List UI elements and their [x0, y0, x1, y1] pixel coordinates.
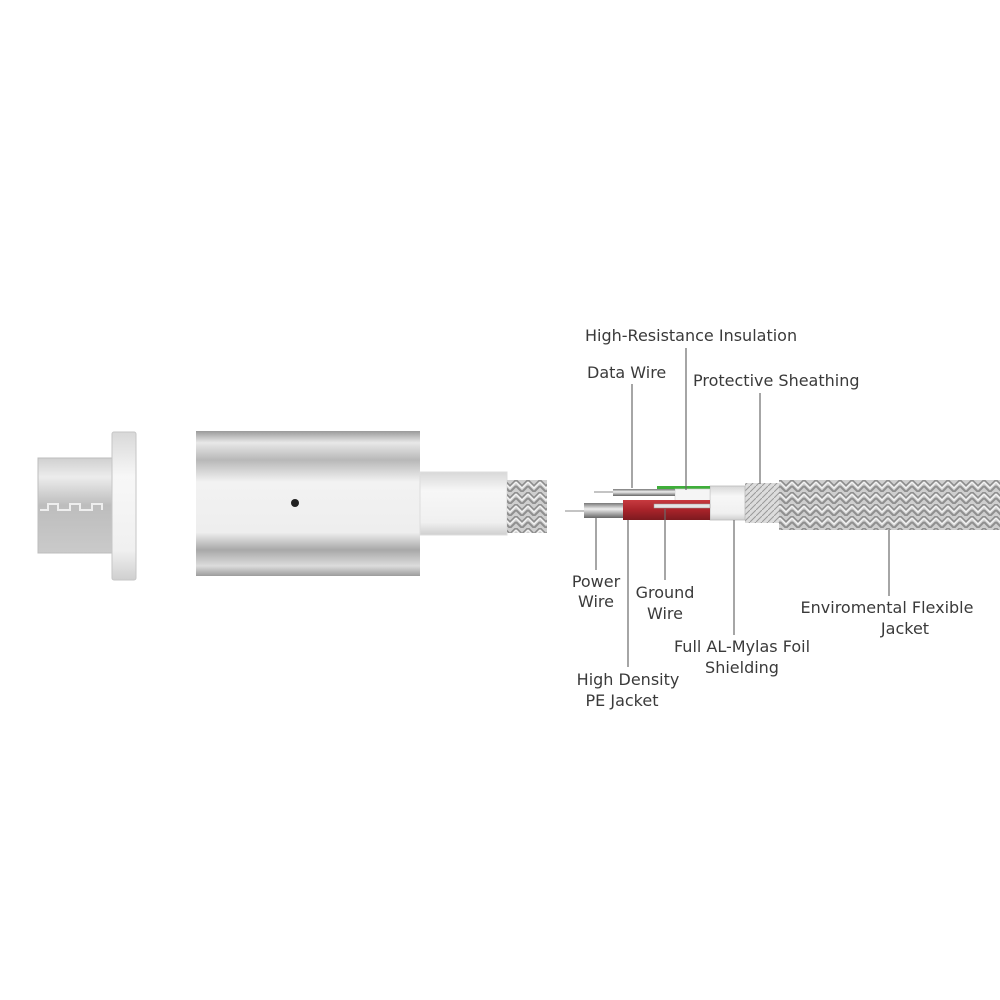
label-power-wire-line2: Wire: [578, 592, 614, 611]
label-environmental-jacket-line2: Jacket: [880, 619, 929, 638]
label-power-wire-line1: Power: [572, 572, 621, 591]
strain-relief: [419, 471, 508, 536]
power-wire: [584, 503, 623, 518]
protective-sheathing: [745, 483, 779, 523]
label-ground-wire-line2: Wire: [647, 604, 683, 623]
foil-shielding: [709, 485, 746, 521]
braided-cable-left: [507, 480, 547, 533]
label-protective-sheathing: Protective Sheathing: [693, 371, 860, 390]
label-foil-shielding-line2: Shielding: [705, 658, 779, 677]
label-data-wire: Data Wire: [587, 363, 666, 382]
label-ground-wire-line1: Ground: [636, 583, 695, 602]
label-high-resistance-insulation: High-Resistance Insulation: [585, 326, 797, 345]
environmental-jacket: [779, 480, 1000, 530]
cable-cutaway: [565, 480, 1000, 530]
label-environmental-jacket-line1: Enviromental Flexible: [801, 598, 974, 617]
data-wire: [613, 489, 675, 496]
high-resistance-insulation: [674, 488, 711, 502]
pe-jacket-red: [623, 500, 710, 520]
ground-wire: [653, 503, 711, 509]
led-indicator-dot: [291, 499, 299, 507]
tip-flange: [111, 431, 137, 581]
label-pe-jacket-line1: High Density: [577, 670, 680, 689]
magnetic-connector-head: [196, 431, 420, 576]
data-wire-insulation-green: [657, 486, 710, 491]
label-foil-shielding-line1: Full AL-Mylas Foil: [674, 637, 810, 656]
micro-usb-tip: [37, 457, 113, 554]
label-pe-jacket-line2: PE Jacket: [586, 691, 659, 710]
